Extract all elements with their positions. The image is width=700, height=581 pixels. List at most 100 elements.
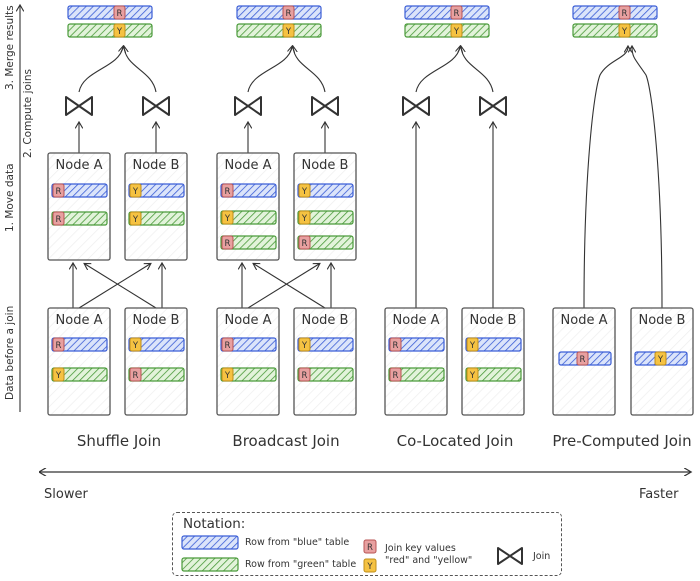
strategy-shuffle-moved-a-row-2-key-swatch <box>52 211 65 226</box>
strategy-colocated-merged-result-green-row <box>404 23 490 38</box>
strategy-colocated-before-a-row-1-key-letter: R <box>393 341 399 351</box>
legend-green-row-swatch <box>181 557 239 572</box>
strategy-broadcast-moved-node-a <box>216 152 280 261</box>
strategy-broadcast-before-b-row-1-key-letter: Y <box>301 341 308 351</box>
strategy-precomputed-merged-result-yellow-key-letter: Y <box>621 27 628 37</box>
strategy-colocated-before-node-b-label: Node B <box>470 313 517 328</box>
strategy-broadcast-before-a-row-2 <box>220 367 277 382</box>
strategy-shuffle-before-b-row-2 <box>128 367 185 382</box>
strategy-colocated-merged-result-red-key-swatch <box>450 5 463 20</box>
strategy-broadcast-before-b-row-2-key-letter: R <box>302 371 308 381</box>
strategy-shuffle-move-a-to-b <box>78 264 150 309</box>
strategy-colocated-join-icon-a <box>402 96 430 116</box>
strategy-broadcast-join-icon-b <box>311 96 339 116</box>
strategy-shuffle-before-b-row-1-key-swatch <box>129 337 142 352</box>
stage-label-before: Data before a join <box>4 305 16 400</box>
strategy-colocated-before-node-a <box>384 307 448 416</box>
strategy-broadcast-moved-a-row-2-key-letter: Y <box>224 214 231 224</box>
strategy-broadcast-moved-b-row-2 <box>297 210 354 225</box>
strategy-colocated-before-node-a-label: Node A <box>393 313 440 328</box>
strategy-colocated-before-a-row-1-key-swatch <box>389 337 402 352</box>
strategy-shuffle-merged-result-yellow-key-swatch <box>113 23 126 38</box>
strategy-shuffle-merged-result-red-key-letter: R <box>117 9 123 19</box>
legend-green-row-label: Row from "green" table <box>245 559 357 570</box>
strategy-broadcast-moved-a-row-1-key-swatch <box>221 183 234 198</box>
strategy-broadcast-merged-result-green-row <box>236 23 322 38</box>
strategy-colocated-before-b-row-2 <box>465 367 522 382</box>
title-broadcast-join: Broadcast Join <box>232 432 340 450</box>
strategy-shuffle-moved-b-row-1-key-letter: Y <box>132 187 139 197</box>
strategy-colocated-before-b-row-1-key-swatch <box>466 337 479 352</box>
title-pre-computed-join: Pre-Computed Join <box>552 432 692 450</box>
strategy-shuffle-before-b-row-1 <box>128 337 185 352</box>
strategy-broadcast-moved-node-b-label: Node B <box>302 158 349 173</box>
strategy-colocated-merged-result-blue-row <box>404 5 490 20</box>
strategy-precomputed-merge-a <box>583 47 628 309</box>
strategy-shuffle-before-b-row-2-key-swatch <box>129 367 142 382</box>
strategy-colocated-before-a-row-2 <box>388 367 445 382</box>
strategy-shuffle-before-a-row-1 <box>51 337 108 352</box>
strategy-precomputed-merged-result-green-row <box>572 23 658 38</box>
strategy-colocated-merged-result-yellow-key-letter: Y <box>453 27 460 37</box>
strategy-precomputed-before-node-a-label: Node A <box>561 313 608 328</box>
legend-join-keys-label: Join key values "red" and "yellow" <box>385 543 472 567</box>
strategy-shuffle-before-a-row-1-key-letter: R <box>56 341 62 351</box>
strategy-shuffle-moved-b-row-2 <box>128 211 185 226</box>
strategy-broadcast-moved-b-row-3 <box>297 235 354 250</box>
stage-label-merge: 3. Merge results <box>4 5 16 90</box>
legend-blue-row-label: Row from "blue" table <box>245 537 350 548</box>
legend-join-label: Join <box>533 551 551 562</box>
strategy-shuffle-moved-node-b <box>124 152 188 261</box>
strategy-shuffle-moved-a-row-1 <box>51 183 108 198</box>
strategy-shuffle-moved-b-row-2-key-letter: Y <box>132 215 139 225</box>
strategy-shuffle-before-a-row-2-key-letter: Y <box>55 371 62 381</box>
strategy-precomputed-merged-result-yellow-key-swatch <box>618 23 631 38</box>
strategy-broadcast-moved-a-row-1 <box>220 183 277 198</box>
strategy-colocated-merged-result-red-key-letter: R <box>454 9 460 19</box>
strategy-colocated-merge-a <box>415 47 460 93</box>
legend-red-key-letter: R <box>367 543 373 553</box>
strategy-colocated-before-b-row-2-key-swatch <box>466 367 479 382</box>
strategy-colocated-join-icon-b <box>479 96 507 116</box>
strategy-broadcast-before-a-row-2-key-letter: Y <box>224 371 231 381</box>
strategy-colocated-before-node-b <box>461 307 525 416</box>
strategy-broadcast-moved-a-row-2-key-swatch <box>221 210 234 225</box>
strategy-colocated-before-b-row-1-key-letter: Y <box>469 341 476 351</box>
strategy-broadcast-moved-b-row-2-key-letter: Y <box>301 214 308 224</box>
strategy-broadcast-moved-b-row-3-key-letter: R <box>302 239 308 249</box>
strategy-broadcast-moved-b-row-3-key-swatch <box>298 235 311 250</box>
strategy-shuffle-merge-b <box>124 47 157 93</box>
strategy-colocated-before-a-row-1 <box>388 337 445 352</box>
strategy-precomputed-before-b-joined-yellow-key-letter: Y <box>657 355 664 365</box>
legend-row-swatches <box>181 535 239 572</box>
strategy-broadcast-before-node-a-label: Node A <box>225 313 272 328</box>
strategy-broadcast-before-a-row-1 <box>220 337 277 352</box>
strategy-shuffle-moved-b-row-2-key-swatch <box>129 211 142 226</box>
strategy-shuffle-move-b-to-a <box>85 264 157 309</box>
strategy-broadcast-moved-a-row-3-key-letter: R <box>225 239 231 249</box>
strategy-shuffle-before-a-row-2-key-swatch <box>52 367 65 382</box>
strategy-broadcast-moved-a-row-2 <box>220 210 277 225</box>
strategy-shuffle-moved-node-b-label: Node B <box>133 158 180 173</box>
strategy-broadcast-before-a-row-2-key-swatch <box>221 367 234 382</box>
speed-slower-label: Slower <box>44 487 88 502</box>
strategy-broadcast-before-b-row-2-key-swatch <box>298 367 311 382</box>
strategy-colocated-merged-result-yellow-key-swatch <box>450 23 463 38</box>
strategy-broadcast-merged-result-red-key-swatch <box>282 5 295 20</box>
strategy-colocated-before-b-row-1 <box>465 337 522 352</box>
strategy-shuffle-merged-result-blue-row <box>67 5 153 20</box>
strategy-precomputed-before-a-joined-red-key-swatch <box>576 351 589 366</box>
strategy-broadcast-move-b-to-a <box>254 264 326 309</box>
strategy-precomputed-before-node-b-label: Node B <box>639 313 686 328</box>
speed-faster-label: Faster <box>639 487 679 502</box>
strategy-broadcast-merged-result-yellow-key-swatch <box>282 23 295 38</box>
strategy-precomputed-merged-result-red-key-swatch <box>618 5 631 20</box>
legend-yellow-key-swatch <box>363 558 377 573</box>
strategy-shuffle-before-node-a-label: Node A <box>56 313 103 328</box>
strategy-broadcast-moved-a-row-3-key-swatch <box>221 235 234 250</box>
strategy-shuffle-join-icon-b <box>142 96 170 116</box>
strategy-shuffle-before-a-row-2 <box>51 367 108 382</box>
strategy-broadcast-moved-b-row-2-key-swatch <box>298 210 311 225</box>
legend-yellow-key-letter: Y <box>366 562 373 572</box>
strategy-broadcast-before-node-b-label: Node B <box>302 313 349 328</box>
